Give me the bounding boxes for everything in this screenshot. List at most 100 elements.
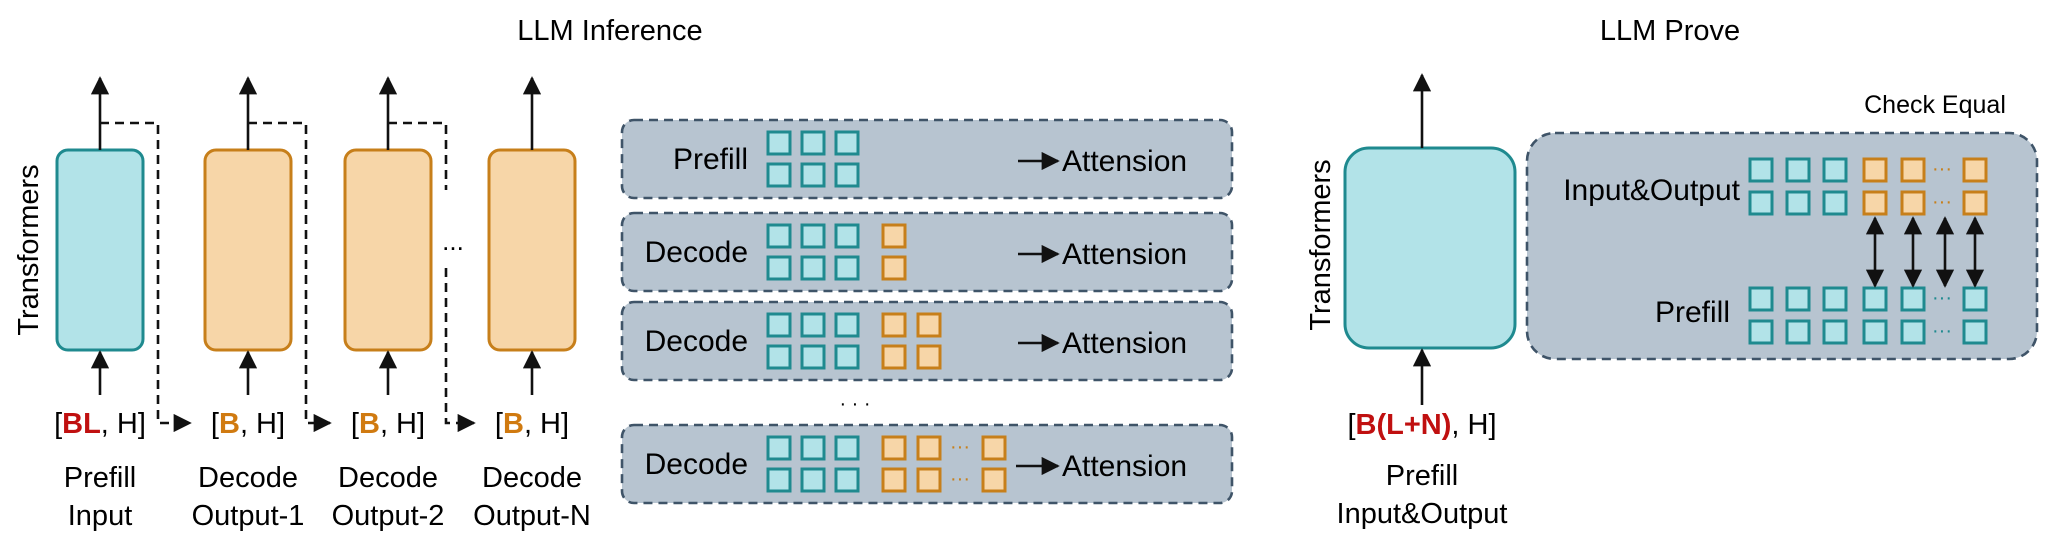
- shape-part: , H]: [101, 408, 146, 440]
- orange-token-cell: [1862, 190, 1888, 216]
- column-caption: Output-2: [332, 500, 445, 532]
- column-caption: Output-N: [473, 500, 591, 532]
- decode-transformer-block: [487, 148, 577, 352]
- orange-token-cell: [881, 435, 907, 461]
- orange-token-cell: [916, 344, 942, 370]
- teal-token-cell: [800, 435, 826, 461]
- teal-token-cell: [1822, 190, 1848, 216]
- prove-tensor-shape-label: [B(L+N), H]: [1347, 409, 1496, 441]
- orange-token-cell: [1862, 157, 1888, 183]
- column-caption: Decode: [198, 462, 298, 494]
- attention-target-label: Attension: [1062, 238, 1187, 271]
- teal-token-cell: [834, 223, 860, 249]
- orange-token-cell: [881, 223, 907, 249]
- rows-ellipsis: · · ·: [839, 393, 870, 415]
- teal-token-cell: [1822, 286, 1848, 312]
- shape-part: , H]: [1451, 409, 1496, 441]
- shape-part: BL: [62, 408, 101, 440]
- row-label: Decode: [645, 325, 748, 358]
- teal-token-cell: [766, 344, 792, 370]
- prove-caption: Input&Output: [1337, 498, 1508, 530]
- column-caption: Input: [68, 500, 133, 532]
- attention-target-label: Attension: [1062, 450, 1187, 483]
- ellipsis-dots: ···: [950, 436, 970, 458]
- teal-token-cell: [834, 312, 860, 338]
- teal-token-cell: [766, 435, 792, 461]
- orange-token-cell: [1900, 157, 1926, 183]
- teal-token-cell: [1862, 286, 1888, 312]
- input-output-row-label: Input&Output: [1563, 174, 1740, 207]
- teal-token-cell: [1785, 286, 1811, 312]
- teal-token-cell: [800, 312, 826, 338]
- prove-transformer-box: [1343, 146, 1517, 350]
- ellipsis-dots: ···: [1932, 320, 1952, 342]
- shape-part: [: [1347, 409, 1355, 441]
- teal-token-cell: [1822, 157, 1848, 183]
- teal-token-cell: [766, 223, 792, 249]
- prefill-row-label: Prefill: [1655, 296, 1730, 329]
- teal-token-cell: [834, 467, 860, 493]
- teal-token-cell: [1862, 319, 1888, 345]
- right-transformers-label: Transformers: [1305, 159, 1337, 330]
- ellipsis-dots: ···: [1932, 287, 1952, 309]
- tensor-shape-label: [B, H]: [351, 408, 425, 440]
- orange-token-cell: [916, 467, 942, 493]
- decode-transformer-block: [203, 148, 293, 352]
- ellipsis-dots: ···: [950, 468, 970, 490]
- teal-token-cell: [1900, 319, 1926, 345]
- column-caption: Output-1: [192, 500, 305, 532]
- teal-token-cell: [800, 223, 826, 249]
- row-label: Prefill: [673, 143, 748, 176]
- teal-token-cell: [1748, 319, 1774, 345]
- shape-part: B: [219, 408, 240, 440]
- orange-token-cell: [916, 312, 942, 338]
- prove-caption: Prefill: [1386, 460, 1459, 492]
- orange-token-cell: [881, 312, 907, 338]
- ellipsis-dots: ···: [1932, 191, 1952, 213]
- ellipsis-dots: ···: [1932, 158, 1952, 180]
- teal-token-cell: [834, 435, 860, 461]
- shape-part: , H]: [380, 408, 425, 440]
- teal-token-cell: [1900, 286, 1926, 312]
- orange-token-cell: [1962, 190, 1988, 216]
- teal-token-cell: [834, 162, 860, 188]
- blocks-ellipsis: ...: [442, 226, 464, 256]
- shape-part: [: [211, 408, 219, 440]
- shape-part: [: [351, 408, 359, 440]
- column-caption: Decode: [338, 462, 438, 494]
- teal-token-cell: [800, 255, 826, 281]
- shape-part: B(L+N): [1356, 409, 1452, 441]
- teal-token-cell: [1962, 286, 1988, 312]
- teal-token-cell: [1785, 319, 1811, 345]
- teal-token-cell: [766, 467, 792, 493]
- feedback-connector-bottom: [444, 268, 476, 433]
- teal-token-cell: [766, 130, 792, 156]
- check-equal-panel-box: [1525, 131, 2039, 361]
- orange-token-cell: [1900, 190, 1926, 216]
- teal-token-cell: [800, 162, 826, 188]
- teal-token-cell: [800, 344, 826, 370]
- orange-token-cell: [881, 255, 907, 281]
- attention-target-label: Attension: [1062, 327, 1187, 360]
- teal-token-cell: [834, 255, 860, 281]
- tensor-shape-label: [B, H]: [211, 408, 285, 440]
- row-label: Decode: [645, 236, 748, 269]
- shape-part: B: [503, 408, 524, 440]
- teal-token-cell: [766, 312, 792, 338]
- teal-token-cell: [1785, 190, 1811, 216]
- teal-token-cell: [1962, 319, 1988, 345]
- shape-part: [: [495, 408, 503, 440]
- check-equal-label: Check Equal: [1864, 91, 2006, 119]
- column-caption: Decode: [482, 462, 582, 494]
- orange-token-cell: [881, 467, 907, 493]
- orange-token-cell: [981, 467, 1007, 493]
- left-transformers-label: Transformers: [13, 164, 45, 335]
- teal-token-cell: [834, 344, 860, 370]
- attention-target-label: Attension: [1062, 145, 1187, 178]
- teal-token-cell: [1822, 319, 1848, 345]
